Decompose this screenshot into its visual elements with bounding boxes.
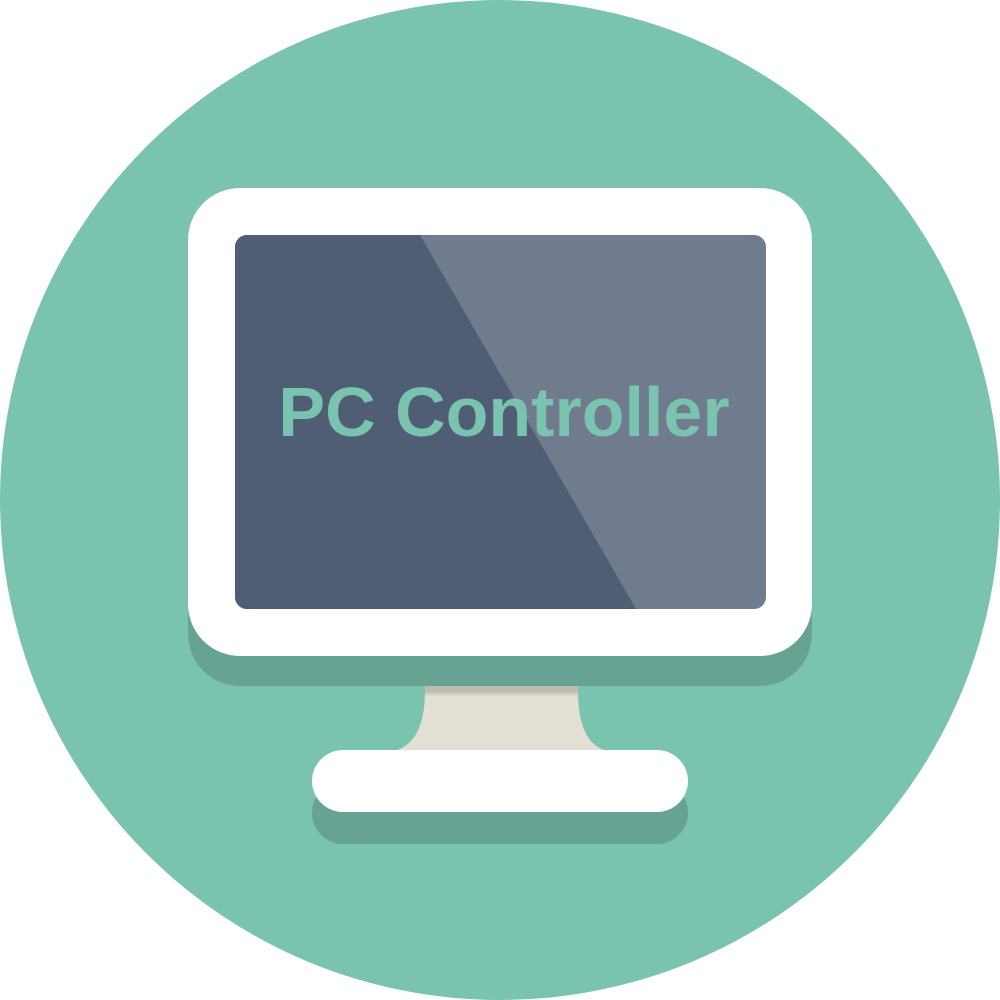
monitor-screen: [235, 235, 766, 609]
screen-shade: [235, 235, 636, 609]
app-title: PC Controller: [278, 373, 729, 451]
monitor-base: [312, 750, 688, 812]
